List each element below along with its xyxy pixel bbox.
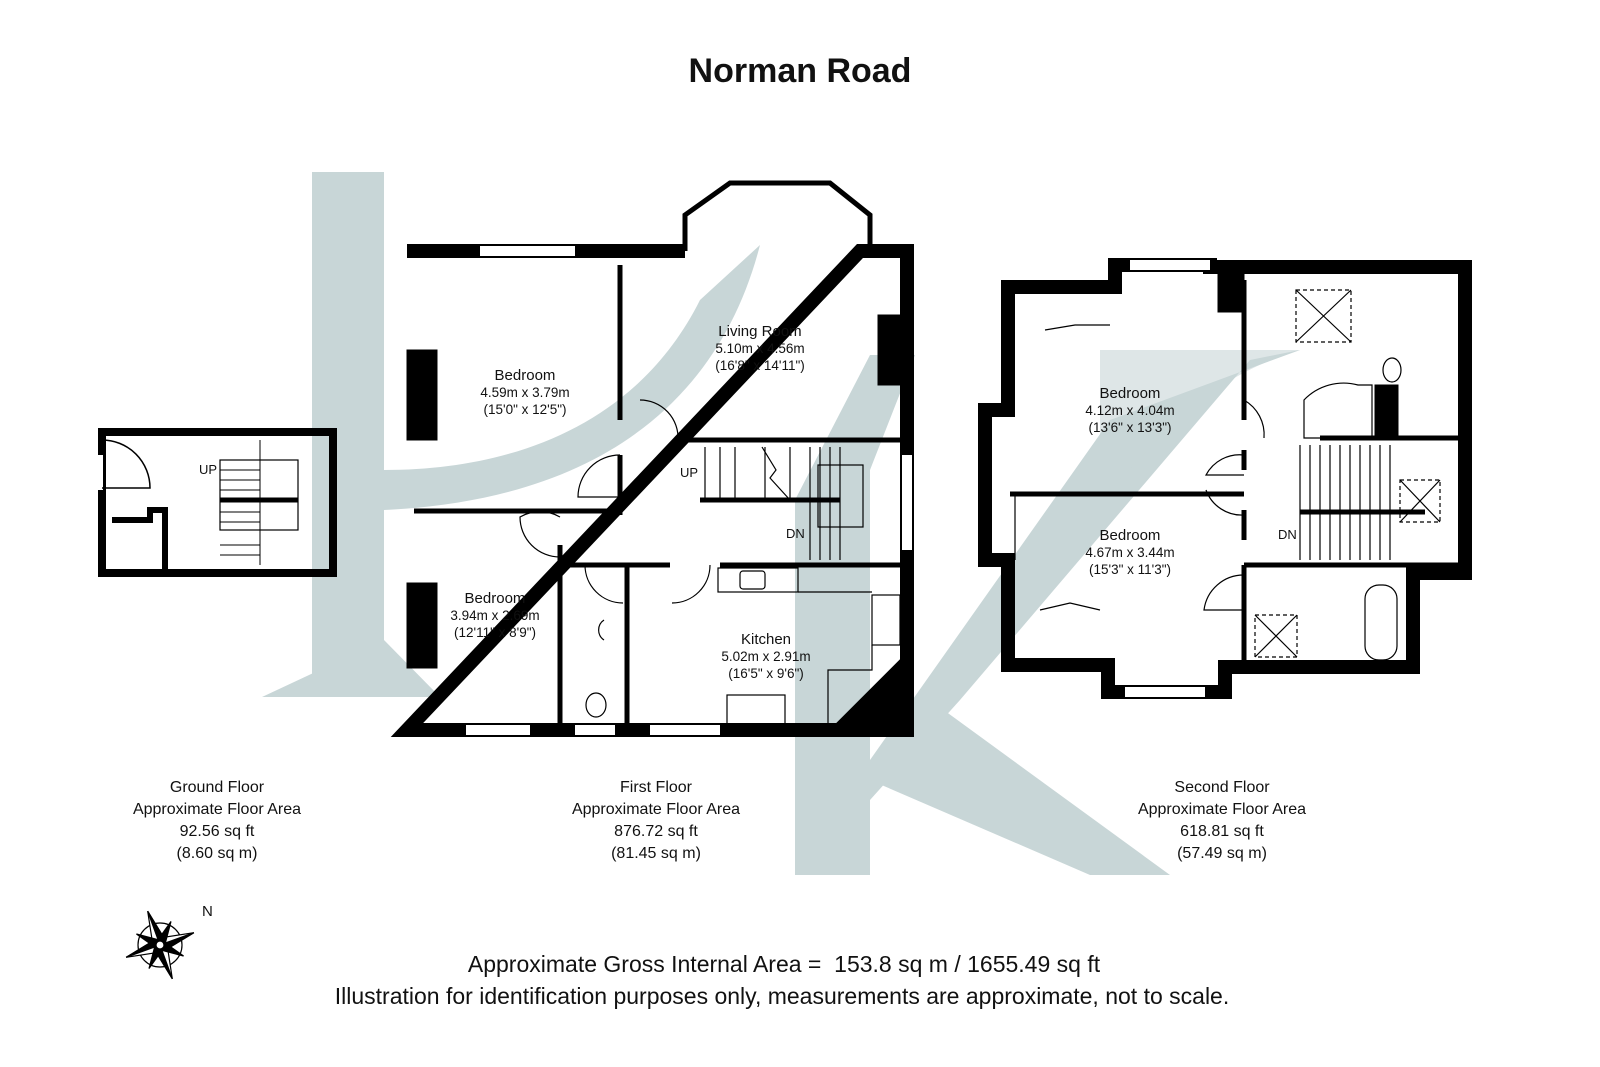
room-size-metric: 4.12m x 4.04m (1085, 403, 1175, 418)
gross-area-sqft: 1655.49 sq ft (967, 951, 1101, 977)
gross-area-separator: / (954, 951, 961, 977)
floor-area-sqft: 92.56 sq ft (179, 823, 255, 840)
room-size-imperial: (16'5" x 9'6") (728, 666, 804, 681)
room-size-imperial: (15'3" x 11'3") (1088, 562, 1172, 577)
room-size-metric: 4.67m x 3.44m (1085, 545, 1175, 560)
floor-area-label: Approximate Floor Area (132, 801, 302, 818)
ground-floor-plan (93, 428, 337, 577)
room-name: Bedroom (1099, 527, 1161, 544)
room-size-imperial: (12'11" x 8'9") (453, 625, 537, 640)
disclaimer: Illustration for identification purposes… (334, 983, 1230, 1009)
room-size-imperial: (15'0" x 12'5") (483, 402, 567, 417)
compass-rose-icon (125, 910, 195, 980)
floor-area-label: Approximate Floor Area (571, 801, 741, 818)
room-size-metric: 5.02m x 2.91m (721, 649, 811, 664)
gross-area-label: Approximate Gross Internal Area = (467, 951, 822, 977)
page-title: Norman Road (688, 52, 912, 90)
floor-area-sqm: (81.45 sq m) (611, 845, 701, 862)
room-label-kitchen: Kitchen 5.02m x 2.91m (16'5" x 9'6") (721, 631, 810, 682)
room-label-bedroom: Bedroom 4.59m x 3.79m (15'0" x 12'5") (480, 367, 569, 418)
compass-north-label: N (202, 903, 213, 920)
room-size-metric: 4.59m x 3.79m (480, 385, 570, 400)
room-size-imperial: (16'8" x 14'11") (715, 358, 805, 373)
second-floor-plan (978, 258, 1472, 699)
room-label-bedroom: Bedroom 3.94m x 2.69m (12'11" x 8'9") (450, 590, 539, 641)
first-floor-plan (390, 180, 914, 737)
floor-name: Ground Floor (169, 779, 265, 796)
floor-name: First Floor (619, 779, 692, 796)
room-name: Kitchen (740, 631, 792, 648)
stair-label-down: DN (1278, 527, 1297, 542)
room-name: Bedroom (494, 367, 556, 384)
floor-area-sqft: 618.81 sq ft (1180, 823, 1264, 840)
gross-area-line: Approximate Gross Internal Area = 153.8 … (468, 949, 1100, 979)
room-name: Bedroom (1099, 385, 1161, 402)
floor-name: Second Floor (1174, 779, 1270, 796)
room-size-metric: 3.94m x 2.69m (450, 608, 540, 623)
stair-label-up: UP (199, 462, 218, 477)
floor-area-first: First Floor Approximate Floor Area 876.7… (572, 777, 740, 865)
room-size-imperial: (13'6" x 13'3") (1088, 420, 1172, 435)
stair-label-down: DN (786, 526, 805, 541)
floor-area-ground: Ground Floor Approximate Floor Area 92.5… (133, 777, 301, 865)
room-label-bedroom: Bedroom 4.12m x 4.04m (13'6" x 13'3") (1085, 385, 1174, 436)
room-label-bedroom: Bedroom 4.67m x 3.44m (15'3" x 11'3") (1085, 527, 1174, 578)
floor-area-sqm: (57.49 sq m) (1177, 845, 1267, 862)
floor-area-sqm: (8.60 sq m) (176, 845, 258, 862)
floor-area-label: Approximate Floor Area (1137, 801, 1307, 818)
floor-area-second: Second Floor Approximate Floor Area 618.… (1138, 777, 1306, 865)
watermark-logo (262, 172, 1300, 875)
stair-label-up: UP (680, 465, 699, 480)
gross-area-sqm: 153.8 sq m (834, 951, 948, 977)
room-name: Bedroom (464, 590, 526, 607)
floor-area-sqft: 876.72 sq ft (614, 823, 698, 840)
room-name: Living Room (718, 323, 802, 340)
room-size-metric: 5.10m x 4.56m (715, 341, 805, 356)
room-label-living-room: Living Room 5.10m x 4.56m (16'8" x 14'11… (715, 323, 805, 374)
